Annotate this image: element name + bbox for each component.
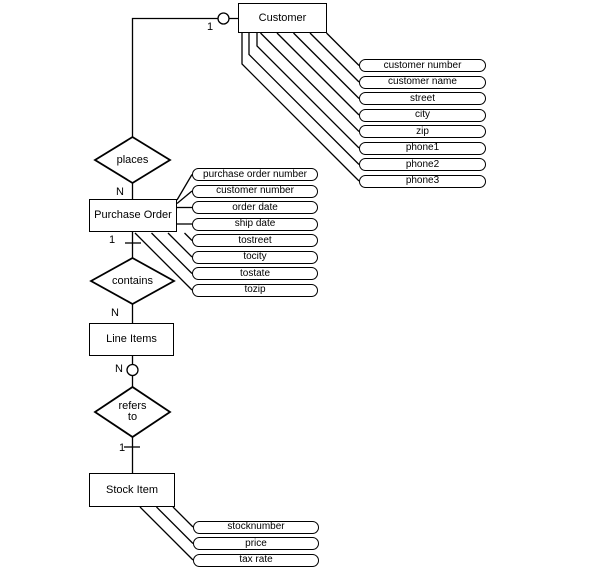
relationship-diamond-refers-to xyxy=(93,385,172,439)
purchase-order-attribute-connectors xyxy=(134,174,193,291)
customer-attribute-connectors xyxy=(241,32,360,182)
cardinality-circle-line-items xyxy=(126,363,139,377)
connector-tostreet xyxy=(184,232,193,241)
attribute-tostreet: tostreet xyxy=(192,234,318,247)
connector-customer-number xyxy=(326,32,360,66)
attribute-phone3: phone3 xyxy=(359,174,486,188)
attribute-po-customer-number: customer number xyxy=(192,184,318,198)
entity-stock-item: Stock Item xyxy=(89,473,175,507)
line-customer-places xyxy=(131,17,238,138)
entity-line-items: Line Items xyxy=(89,323,174,356)
relationship-diamond-places xyxy=(93,135,172,185)
connector-customer-name xyxy=(309,32,360,83)
cardinality-refers-to-stock-item: 1 xyxy=(118,442,126,454)
attribute-purchase-order-number: purchase order number xyxy=(192,168,318,181)
connector-phone3 xyxy=(241,33,360,182)
attribute-phone1: phone1 xyxy=(359,141,486,155)
cardinality-contains-line-items: N xyxy=(111,307,119,319)
refers-to-line2: to xyxy=(127,411,138,423)
attribute-phone2: phone2 xyxy=(359,158,486,171)
entity-customer: Customer xyxy=(238,3,327,33)
attribute-customer-number: customer number xyxy=(359,59,486,72)
cardinality-customer-places: 1 xyxy=(206,21,214,33)
relationship-label-contains: contains xyxy=(112,275,153,287)
cardinality-circles xyxy=(126,12,230,377)
connector-street xyxy=(293,32,360,99)
attribute-price: price xyxy=(193,537,319,550)
cardinality-places-purchase-order: N xyxy=(116,186,124,198)
connector-tozip xyxy=(134,232,193,291)
relationship-diamonds xyxy=(89,135,176,439)
one-tick-marks xyxy=(124,242,141,448)
connector-city xyxy=(276,32,360,116)
attribute-order-date: order date xyxy=(192,201,318,214)
entity-customer-label: Customer xyxy=(258,11,307,24)
connector-purchase-order-number xyxy=(176,174,193,201)
entity-purchase-order-label: Purchase Order xyxy=(94,209,172,221)
entity-line-items-label: Line Items xyxy=(106,333,157,345)
stock-item-attribute-connectors xyxy=(139,506,194,561)
attribute-tostate: tostate xyxy=(192,267,318,280)
attribute-ship-date: ship date xyxy=(192,217,318,231)
relationship-label-places: places xyxy=(116,154,149,166)
connector-phone2 xyxy=(248,33,360,165)
connector-zip xyxy=(260,32,360,132)
attribute-city: city xyxy=(359,108,486,122)
cardinality-circle-customer xyxy=(217,12,230,25)
relationship-diamond-contains xyxy=(89,256,176,306)
connector-phone1 xyxy=(256,33,360,149)
attribute-street: street xyxy=(359,92,486,105)
cardinality-line-items-refers-to: N xyxy=(115,363,123,375)
connector-stocknumber xyxy=(172,506,194,528)
attribute-stocknumber: stocknumber xyxy=(193,520,319,534)
attribute-zip: zip xyxy=(359,125,486,138)
connector-price xyxy=(156,506,194,544)
connector-tocity xyxy=(167,232,193,258)
connector-po-customer-number xyxy=(176,190,193,204)
cardinality-purchase-order-contains: 1 xyxy=(108,234,116,246)
refers-to-line1: refers xyxy=(118,400,147,412)
entity-stock-item-label: Stock Item xyxy=(106,483,158,496)
attribute-customer-name: customer name xyxy=(359,75,486,89)
attribute-tocity: tocity xyxy=(192,250,318,264)
connector-tostate xyxy=(151,232,193,274)
attribute-tax-rate: tax rate xyxy=(193,553,319,567)
attribute-tozip: tozip xyxy=(192,283,318,297)
connector-tax-rate xyxy=(139,506,194,561)
entity-purchase-order: Purchase Order xyxy=(89,199,177,232)
